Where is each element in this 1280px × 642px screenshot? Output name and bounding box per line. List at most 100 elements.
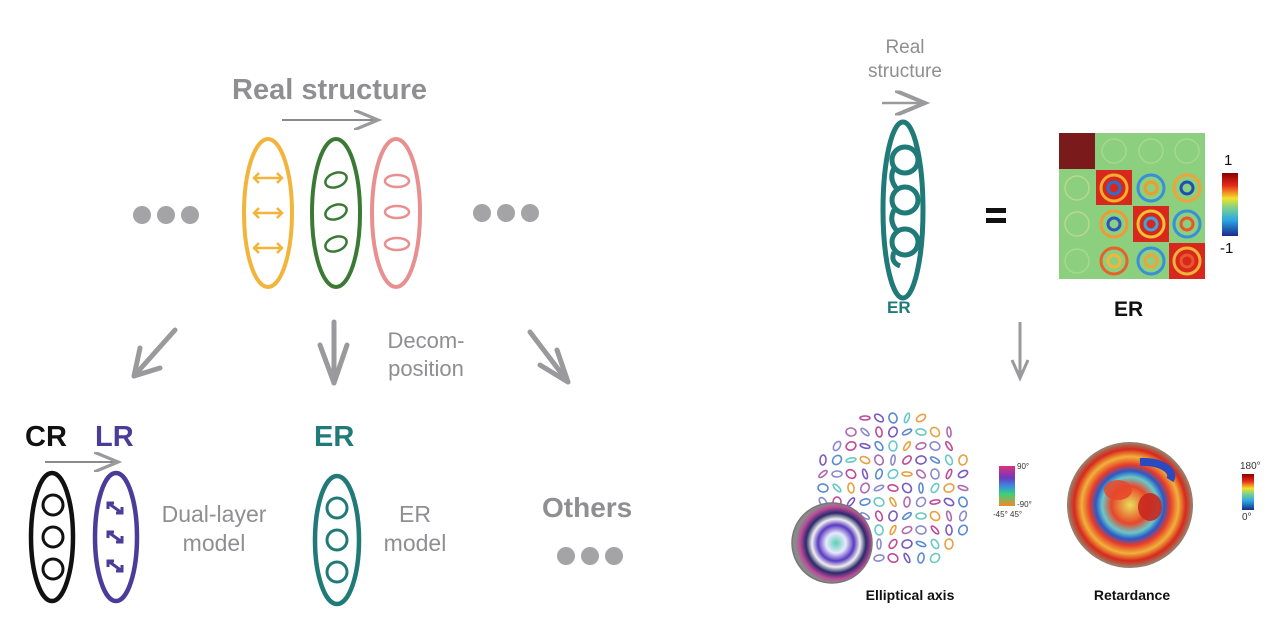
er-label: ER (314, 421, 355, 453)
arrow-down-icon (317, 319, 350, 386)
arrow-down-left-icon (131, 327, 178, 379)
colorbar-min-label: -1 (1220, 240, 1234, 257)
polarization-ellipse-mark (832, 483, 842, 493)
polarization-ellipse-mark (887, 484, 899, 492)
polarization-ellipse-mark (888, 440, 898, 452)
polarization-ellipse-mark (957, 484, 969, 492)
polarization-ellipse-mark (901, 525, 913, 535)
polarization-ellipse-mark (847, 482, 855, 494)
polarization-ellipse-mark (929, 441, 941, 451)
elliptical-colorbar-left: -45° (993, 510, 1008, 519)
circular-layer-ellipse (370, 137, 422, 289)
polarization-ellipse-mark (915, 540, 927, 548)
matrix-er-label: ER (1114, 298, 1144, 321)
polarization-ellipse-mark (887, 468, 899, 480)
er-model-caption: ER model (380, 500, 450, 558)
polarization-ellipse-mark (903, 412, 911, 424)
polarization-ellipse-mark (902, 440, 912, 452)
diagonal-arrow-icon (106, 501, 124, 573)
polarization-ellipse-mark (946, 426, 952, 438)
polarization-ellipse-mark (944, 538, 954, 550)
elliptical-colorbar-bottom: -90° (1017, 500, 1032, 509)
equals-icon (986, 208, 1006, 223)
polarization-ellipse-mark (861, 468, 869, 480)
polarization-ellipse-mark (915, 469, 927, 479)
polarization-ellipse-mark (831, 470, 843, 478)
dual-layer-caption: Dual-layer model (146, 500, 282, 558)
polarization-ellipse-mark (887, 426, 899, 438)
decomposition-label: Decom- position (376, 327, 476, 382)
right-real-structure-title: Real structure (850, 36, 960, 84)
lr-label: LR (95, 421, 134, 453)
polarization-ellipse-mark (930, 525, 940, 535)
colorbar-max-label: 1 (1224, 152, 1233, 169)
polarization-ellipse-mark (915, 455, 927, 465)
polarization-ellipse-mark (944, 454, 954, 466)
polarization-ellipse-mark (943, 483, 955, 493)
matrix-colorbar (1222, 173, 1238, 236)
polarization-ellipse-mark (929, 499, 941, 505)
polarization-ellipse-mark (859, 482, 871, 494)
polarization-ellipse-mark (929, 552, 941, 564)
polarization-ellipse-mark (873, 497, 885, 507)
polarization-ellipse-mark (887, 552, 899, 564)
polarization-ellipse-mark (915, 413, 927, 423)
elliptical-axis-inset (791, 502, 873, 584)
er-model-caption-line-1: ER (399, 501, 431, 527)
polarization-ellipse-mark (817, 483, 829, 493)
elliptical-colorbar-right: 45° (1010, 510, 1023, 519)
polarization-ellipse-mark (874, 440, 884, 452)
right-er-label: ER (887, 298, 911, 317)
polarization-ellipse-mark (859, 442, 871, 450)
polarization-ellipse-mark (915, 512, 927, 520)
polarization-ellipse-mark (929, 426, 941, 438)
polarization-ellipse-mark (930, 538, 940, 550)
polarization-ellipse-mark (875, 426, 883, 438)
polarization-ellipse-mark (929, 456, 941, 464)
polarization-ellipse-mark (888, 538, 898, 550)
circular-loop-icon (41, 493, 65, 581)
decomposition-line-2: position (388, 355, 464, 381)
right-down-arrow-icon (1010, 322, 1030, 382)
polarization-ellipse-mark (832, 440, 842, 452)
polarization-ellipse-mark (888, 412, 898, 424)
right-title-line-2: structure (868, 60, 942, 82)
polarization-ellipse-mark (902, 455, 912, 465)
polarization-ellipse-mark (859, 415, 871, 421)
elliptical-colorbar-top: 90° (1017, 462, 1030, 471)
polarization-ellipse-mark (845, 441, 857, 451)
right-title-line-1: Real (885, 37, 925, 58)
elliptical-colorbar (999, 466, 1015, 506)
polarization-ellipse-mark (890, 454, 896, 466)
polarization-ellipse-mark (901, 511, 913, 521)
er-matrix (1059, 133, 1205, 279)
polarization-ellipse-mark (957, 469, 969, 479)
er-loop-icon (325, 496, 349, 584)
polarization-ellipse-mark (873, 454, 885, 466)
matrix-cell-m00 (1059, 133, 1095, 169)
polarization-ellipse-mark (859, 498, 871, 506)
er-chain-icon (889, 144, 921, 269)
cr-layer-ellipse (28, 470, 76, 604)
polarization-ellipse-mark (958, 510, 968, 522)
retardance-colorbar-top: 180° (1240, 461, 1261, 472)
polarization-ellipse-mark (889, 524, 897, 536)
polarization-ellipse-mark (945, 468, 953, 480)
polarization-ellipse-mark (943, 497, 955, 507)
polarization-ellipse-mark (945, 510, 953, 522)
elliptical-axis-caption: Elliptical axis (865, 587, 955, 603)
polarization-ellipse-mark (957, 524, 969, 536)
retardance-colorbar-bottom: 0° (1242, 512, 1252, 523)
polarization-ellipse-mark (930, 468, 940, 480)
er-layer-ellipse (312, 473, 362, 607)
retardance-map (1067, 442, 1254, 568)
polarization-ellipse-mark (903, 552, 911, 564)
decomposition-line-1: Decom- (387, 328, 465, 353)
linear-layer-ellipse (242, 137, 294, 289)
polarization-ellipse-mark (915, 496, 927, 508)
polarization-ellipse-mark (874, 524, 884, 536)
polarization-ellipse-mark (845, 427, 857, 437)
polarization-ellipse-mark (845, 468, 857, 480)
arrow-down-right-icon (527, 329, 571, 385)
